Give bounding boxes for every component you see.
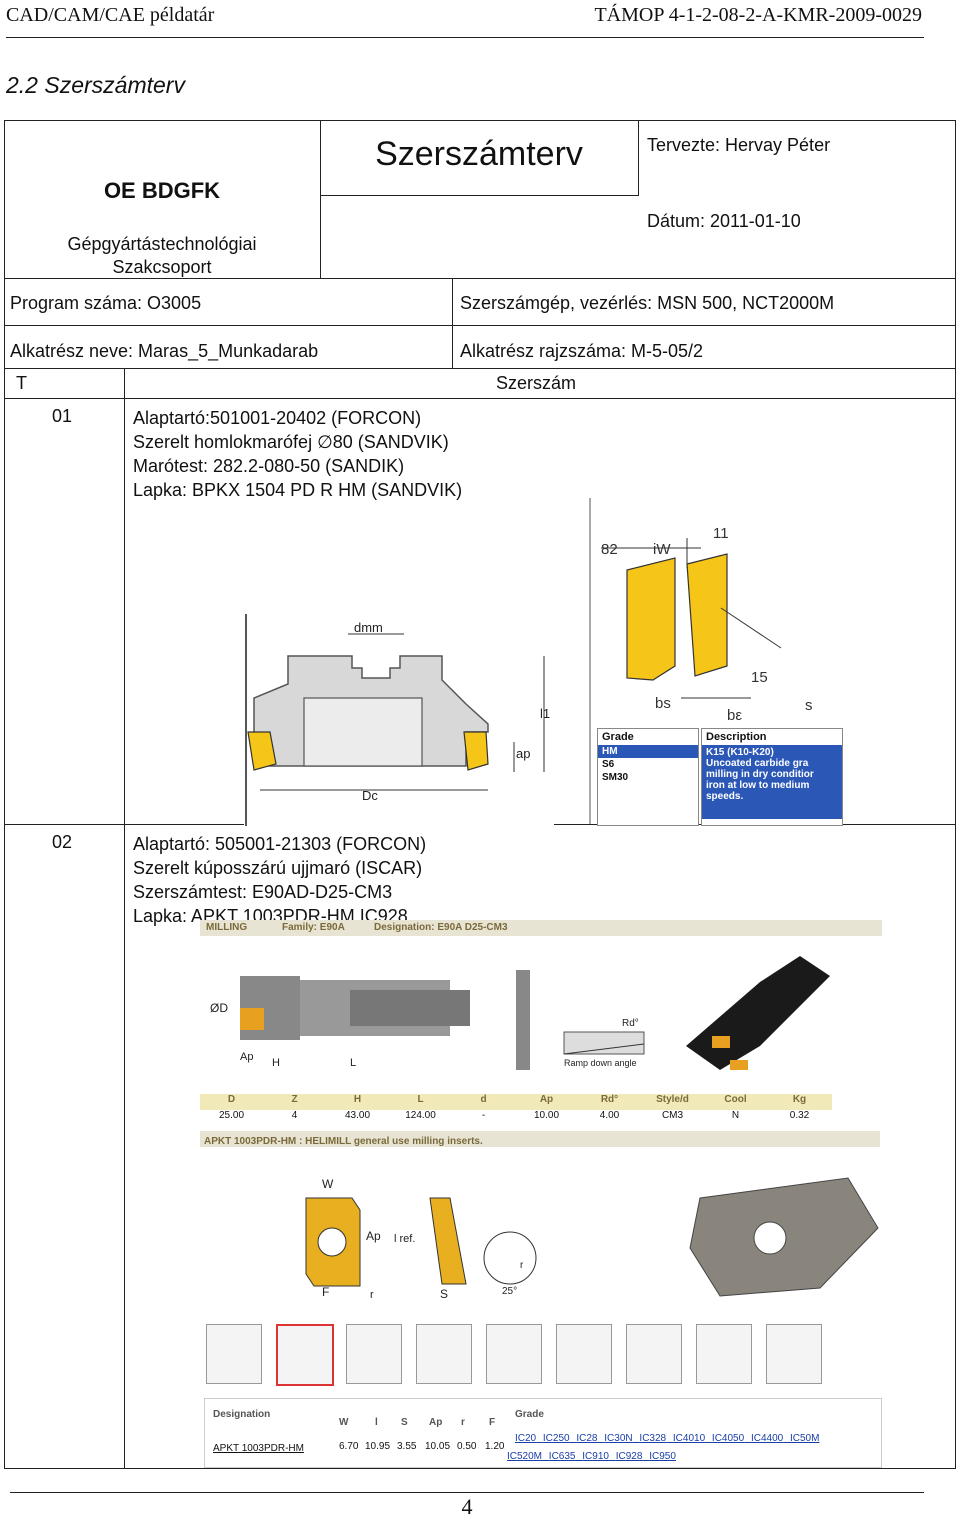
svg-text:Ramp down angle: Ramp down angle [564,1058,637,1068]
insert-geometry-drawing: 82 iW 11 15 bs bε s [601,525,813,724]
svg-text:r: r [520,1260,524,1271]
operation-thumb[interactable] [416,1324,472,1384]
drawing-number: Alkatrész rajzszáma: M-5-05/2 [460,341,704,361]
operation-thumb-selected[interactable] [276,1324,334,1386]
column-t-header: T [16,373,27,393]
operation-thumb[interactable] [696,1324,752,1384]
face-mill-drawing: dmm l1 ap Dc [244,614,554,826]
operation-thumb[interactable] [556,1324,612,1384]
insert-caption-bar: APKT 1003PDR-HM : HELIMILL general use m… [200,1131,880,1147]
org-name: OE BDGFK [103,178,221,203]
svg-text:l ref.: l ref. [394,1233,415,1245]
endmill-dimensions-table: D Z H L d Ap Rd° Style/d Cool Kg 25.00 4… [200,1094,832,1128]
s-label: s [805,697,813,714]
svg-text:ØD: ØD [210,1001,228,1015]
machine-control: Szerszámgép, vezérlés: MSN 500, NCT2000M [460,293,835,313]
angle-11-label: 11 [713,525,729,542]
be-label: bε [727,707,742,724]
grade-header: Grade [602,731,634,743]
tool-plan-form [4,120,956,1469]
tool-description: Alaptartó:501001-20402 (FORCON) Szerelt … [133,408,463,500]
operation-thumb[interactable] [626,1324,682,1384]
grade-option-selected[interactable]: HM [598,745,698,758]
svg-text:25°: 25° [502,1286,517,1297]
l1-label: l1 [540,706,550,721]
svg-text:Ap: Ap [366,1229,381,1243]
angle-82-label: 82 [601,541,618,558]
svg-text:W: W [322,1177,334,1191]
operation-thumb[interactable] [346,1324,402,1384]
svg-text:H: H [272,1057,280,1069]
svg-text:r: r [370,1289,374,1301]
grade-list[interactable]: Grade HM S6 SM30 [597,728,699,826]
tool-description: Alaptartó: 505001-21303 (FORCON) Szerelt… [133,834,427,926]
org-sub-2: Szakcsoport [112,257,212,277]
column-tool-header: Szerszám [496,373,577,393]
grade-links[interactable]: IC20 IC250 IC28 IC30N IC328 IC4010 IC405… [515,1433,820,1444]
program-number: Program száma: O3005 [10,293,202,313]
operation-thumb[interactable] [766,1324,822,1384]
dc-label: Dc [362,788,378,803]
svg-text:L: L [350,1057,356,1069]
operation-thumb[interactable] [206,1324,262,1384]
page-number: 4 [461,1494,473,1519]
org-sub-1: Gépgyártástechnológiai [67,234,257,254]
doc-title: Szerszámterv [375,135,583,173]
operation-thumb[interactable] [486,1324,542,1384]
endmill-drawings: ØD Ap H L Rd° Ramp down angle [210,956,830,1070]
svg-text:Ap: Ap [240,1051,253,1063]
page-header-left: CAD/CAM/CAE példatár [6,4,215,26]
svg-text:F: F [322,1285,329,1299]
angle-15-label: 15 [751,669,768,686]
grade-description: Description K15 (K10-K20) Uncoated carbi… [701,728,843,826]
section-title: 2.2 Szerszámterv [6,72,185,98]
svg-text:Rd°: Rd° [622,1018,639,1029]
page-header-right: TÁMOP 4-1-2-08-2-A-KMR-2009-0029 [594,4,922,26]
designer: Tervezte: Hervay Péter [647,135,831,155]
grade-option[interactable]: SM30 [602,772,629,783]
date: Dátum: 2011-01-10 [647,211,801,231]
footer-rule [10,1492,924,1493]
grade-links[interactable]: IC520M IC635 IC910 IC928 IC950 [507,1451,676,1462]
insert-drawings: W Ap l ref. F r S r 25° [305,1177,879,1301]
ap-label: ap [516,746,530,761]
svg-text:S: S [440,1287,448,1301]
grade-option[interactable]: S6 [602,759,615,770]
iw-label: iW [653,541,671,558]
tool-number: 02 [52,832,73,852]
bs-label: bs [655,695,671,712]
dmm-label: dmm [354,620,383,635]
part-name: Alkatrész neve: Maras_5_Munkadarab [10,341,319,361]
tool-number: 01 [52,406,73,426]
insert-spec-table: Designation W l S Ap r F Grade APKT 1003… [204,1398,882,1468]
header-rule [6,37,924,38]
insert-detail-panel: 82 iW 11 15 bs bε s Grade HM S6 SM30 Des… [589,498,843,826]
endmill-catalog-image: MILLING Family: E90A Designation: E90A D… [200,920,882,1070]
